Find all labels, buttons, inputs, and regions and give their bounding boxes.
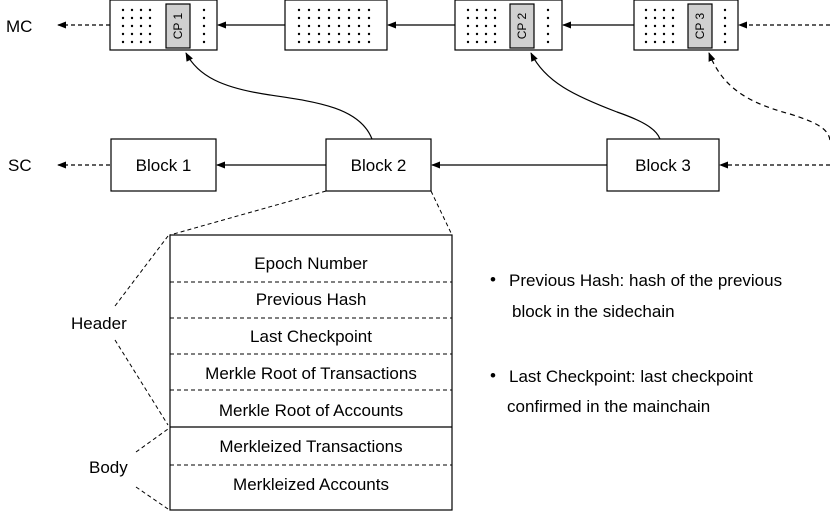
note-line: confirmed in the mainchain — [507, 397, 710, 416]
checkpoint-ref-block3-to-cp2 — [530, 52, 661, 140]
mc-block-1: CP 1 — [109, 0, 218, 51]
body-brace-bottom — [135, 486, 169, 510]
note-last-checkpoint: • Last Checkpoint: last checkpoint confi… — [490, 366, 753, 416]
cp2-label: CP 2 — [515, 12, 529, 39]
field-last-checkpoint: Last Checkpoint — [250, 327, 372, 346]
sc-label: SC — [8, 156, 32, 175]
note-line: block in the sidechain — [512, 302, 675, 321]
cp3-label: CP 3 — [693, 12, 707, 39]
mc-block-4: CP 3 — [633, 0, 739, 51]
block-3-label: Block 3 — [635, 156, 691, 175]
block-2-label: Block 2 — [351, 156, 407, 175]
note-bullet: • — [490, 270, 496, 289]
tx-dots — [297, 8, 371, 44]
note-previous-hash: • Previous Hash: hash of the previous bl… — [490, 270, 782, 321]
header-label: Header — [71, 314, 127, 333]
field-merkleized-accounts: Merkleized Accounts — [233, 475, 389, 494]
field-previous-hash: Previous Hash — [256, 290, 367, 309]
note-line: Last Checkpoint: last checkpoint — [509, 367, 753, 386]
header-brace-bottom — [114, 339, 169, 426]
checkpoint-ref-future-to-cp3 — [708, 52, 830, 141]
checkpoint-ref-block2-to-cp1 — [185, 52, 373, 140]
header-brace-top — [114, 235, 169, 307]
checkpoint-tx-cp1 — [165, 3, 191, 49]
mc-label: MC — [6, 17, 32, 36]
sc-block-2: Block 2 — [325, 138, 432, 192]
field-merkleized-transactions: Merkleized Transactions — [219, 437, 402, 456]
field-merkle-root-transactions: Merkle Root of Transactions — [205, 364, 417, 383]
checkpoint-tx-cp3 — [687, 3, 713, 49]
tx-dots — [644, 8, 727, 44]
cp1-label: CP 1 — [171, 12, 185, 39]
mc-block-3: CP 2 — [454, 0, 563, 51]
block-detail-frame — [169, 234, 453, 511]
field-merkle-root-accounts: Merkle Root of Accounts — [219, 401, 403, 420]
zoom-line-right — [430, 190, 453, 236]
zoom-line-left — [169, 190, 327, 236]
tx-dots — [466, 8, 550, 44]
checkpoint-tx-cp2 — [509, 3, 535, 49]
sc-block-3: Block 3 — [606, 138, 720, 192]
block-detail: Epoch Number Previous Hash Last Checkpoi… — [169, 234, 453, 511]
note-line: Previous Hash: hash of the previous — [509, 271, 782, 290]
body-brace-top — [135, 428, 169, 453]
body-label: Body — [89, 458, 128, 477]
field-epoch-number: Epoch Number — [254, 254, 368, 273]
block-1-label: Block 1 — [136, 156, 192, 175]
tx-dots — [121, 8, 206, 44]
mc-block-2 — [284, 0, 388, 51]
sc-block-1: Block 1 — [110, 138, 217, 192]
note-bullet: • — [490, 366, 496, 385]
